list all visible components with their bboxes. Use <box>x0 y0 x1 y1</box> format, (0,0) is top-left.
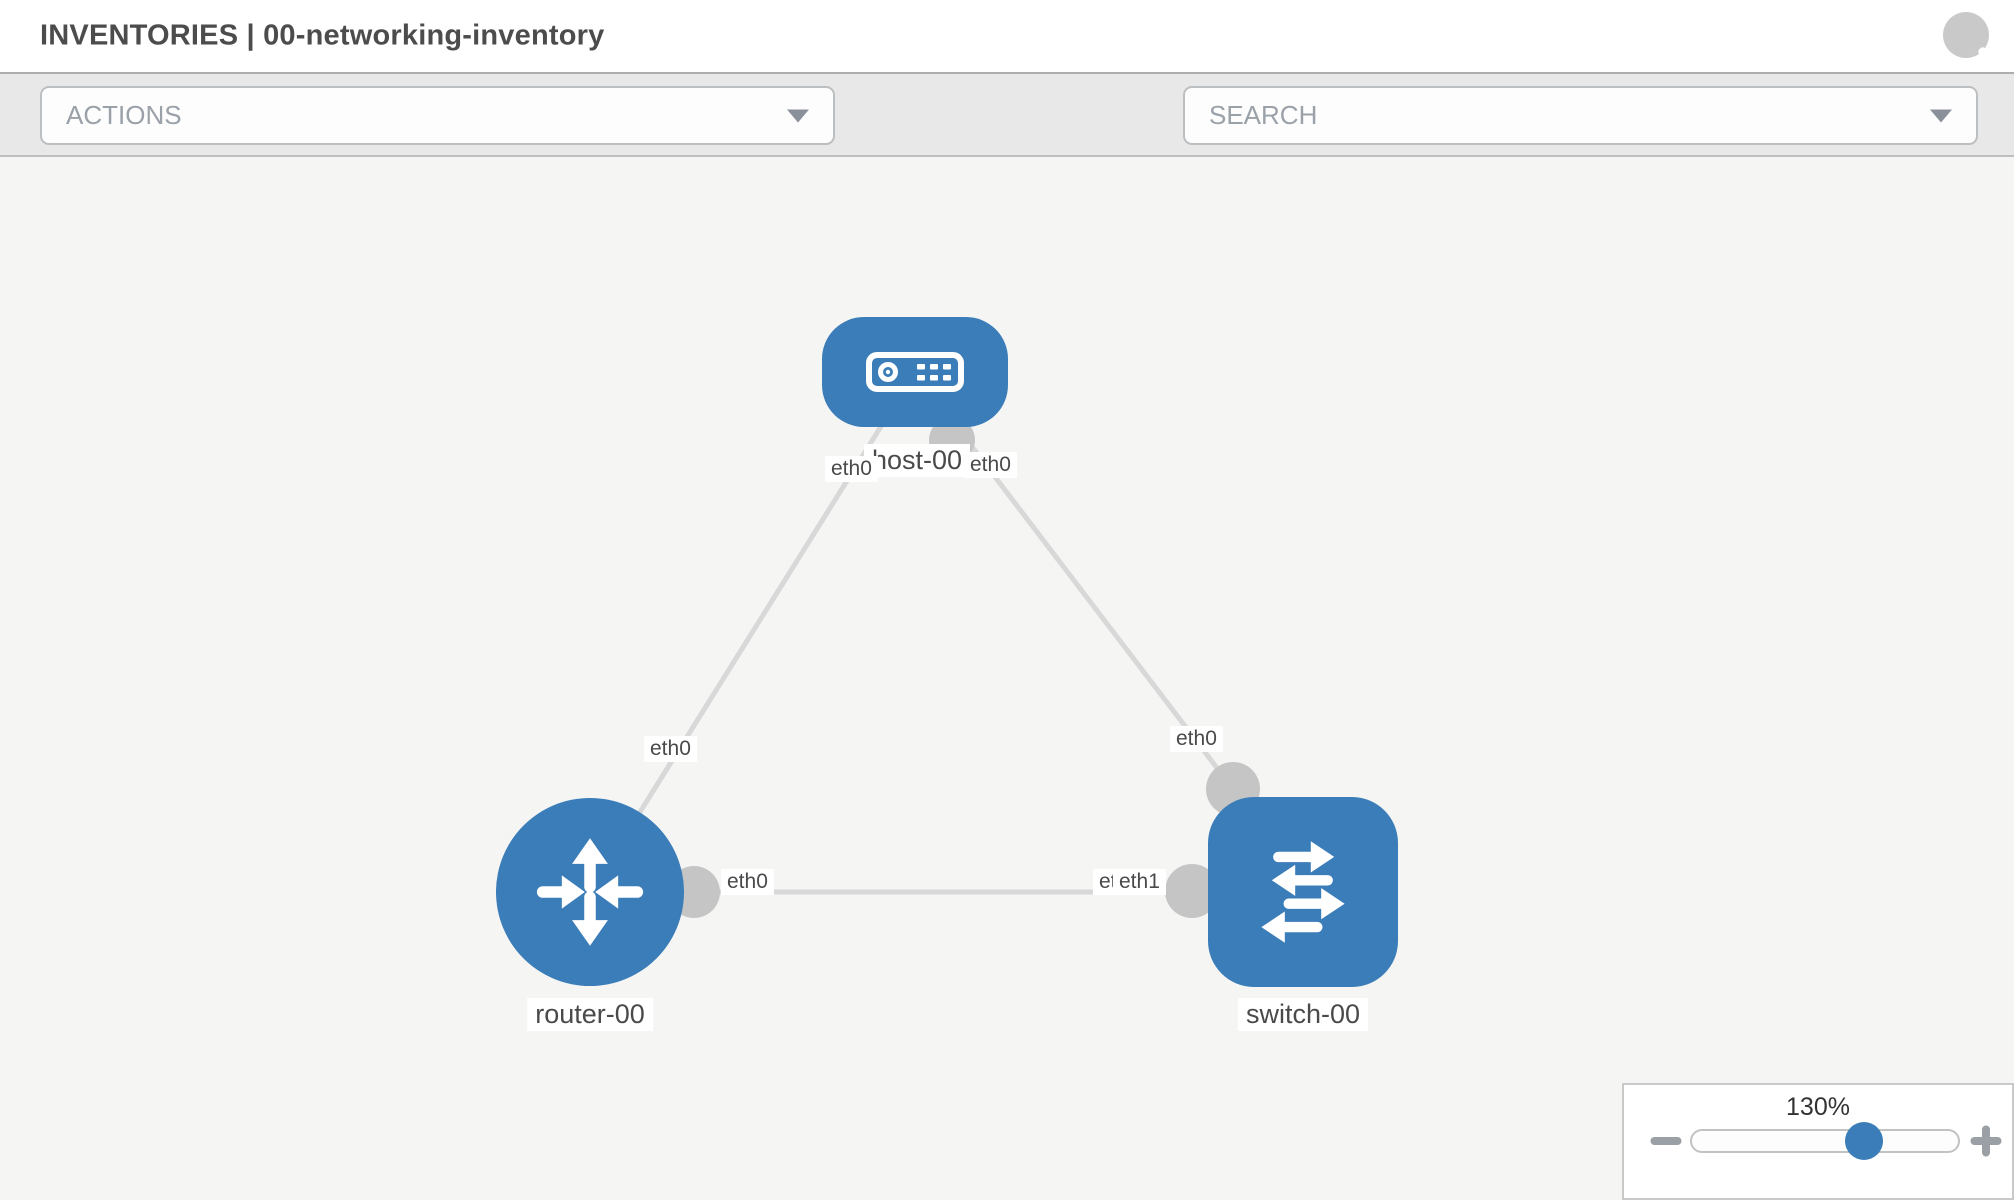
chevron-down-icon <box>787 109 809 122</box>
port-label-router-top: eth0 <box>644 736 697 762</box>
router-icon <box>536 838 644 946</box>
toolbar: ACTIONS SEARCH <box>0 72 2014 208</box>
host-icon <box>866 352 964 392</box>
search-dropdown[interactable]: SEARCH <box>1183 86 1978 145</box>
page-title: INVENTORIES | 00-networking-inventory <box>40 19 605 52</box>
zoom-out-button[interactable] <box>1648 1123 1684 1159</box>
chevron-down-icon <box>1930 109 1952 122</box>
node-label-router: router-00 <box>527 998 653 1031</box>
actions-dropdown-label: ACTIONS <box>66 100 182 130</box>
header: INVENTORIES | 00-networking-inventory <box>0 0 2014 72</box>
node-label-switch: switch-00 <box>1237 998 1369 1031</box>
zoom-in-button[interactable] <box>1968 1123 2004 1159</box>
port-label-router-right: eth0 <box>721 869 774 895</box>
minus-icon <box>1650 1137 1682 1145</box>
actions-dropdown[interactable]: ACTIONS <box>40 86 835 145</box>
zoom-panel: 130% <box>1622 1083 2014 1200</box>
node-label-host: host-00 <box>863 444 971 477</box>
zoom-level-label: 130% <box>1786 1093 1850 1121</box>
topology-canvas[interactable]: host-00 router-00 switch-00 eth0 eth0 et… <box>0 157 2014 1200</box>
node-router-00[interactable] <box>496 798 684 986</box>
port-circle-switch-eth1[interactable] <box>1165 864 1219 918</box>
zoom-slider-handle[interactable] <box>1845 1122 1883 1160</box>
switch-icon <box>1261 841 1345 943</box>
port-label-host-right: eth0 <box>964 452 1017 478</box>
port-label-switch-eth1: eth1 <box>1113 869 1166 895</box>
port-label-switch-top: eth0 <box>1170 726 1223 752</box>
port-label-host-left: eth0 <box>825 456 878 482</box>
search-placeholder: SEARCH <box>1209 100 1318 130</box>
zoom-slider[interactable] <box>1690 1122 1960 1160</box>
close-button[interactable] <box>1943 12 1989 58</box>
node-host-00[interactable] <box>822 317 1008 427</box>
node-switch-00[interactable] <box>1208 797 1398 987</box>
